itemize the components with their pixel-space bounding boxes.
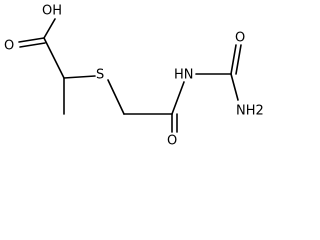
amide-carbonyl-oxygen-label: O — [167, 134, 177, 149]
imide-nh-label: HN — [174, 68, 194, 83]
bond-oh-carboxyl-carbon — [43, 18, 56, 39]
bond-urea-double-o-a — [230, 44, 237, 75]
bond-carboxyl-double-o-a — [18, 37, 45, 43]
acid-carbonyl-oxygen-label: O — [4, 39, 14, 54]
bond-carboxyl-double-o-b — [19, 42, 46, 48]
bond-alpha-sulfur — [63, 75, 96, 79]
urea-oxygen-label: O — [235, 31, 245, 46]
bond-carbonyl-nh — [171, 81, 185, 115]
bond-carboxyl-alpha-carbon — [43, 37, 65, 79]
bond-urea-double-o-b — [235, 44, 242, 75]
hydroxyl-label: OH — [42, 4, 62, 19]
amine-label: NH2 — [236, 104, 264, 119]
bond-sulfur-methylene — [107, 79, 125, 115]
sulfur-label: S — [96, 68, 104, 83]
bond-urea-nh2 — [230, 73, 239, 101]
chemical-structure: OH O S HN O O NH2 — [4, 4, 264, 149]
